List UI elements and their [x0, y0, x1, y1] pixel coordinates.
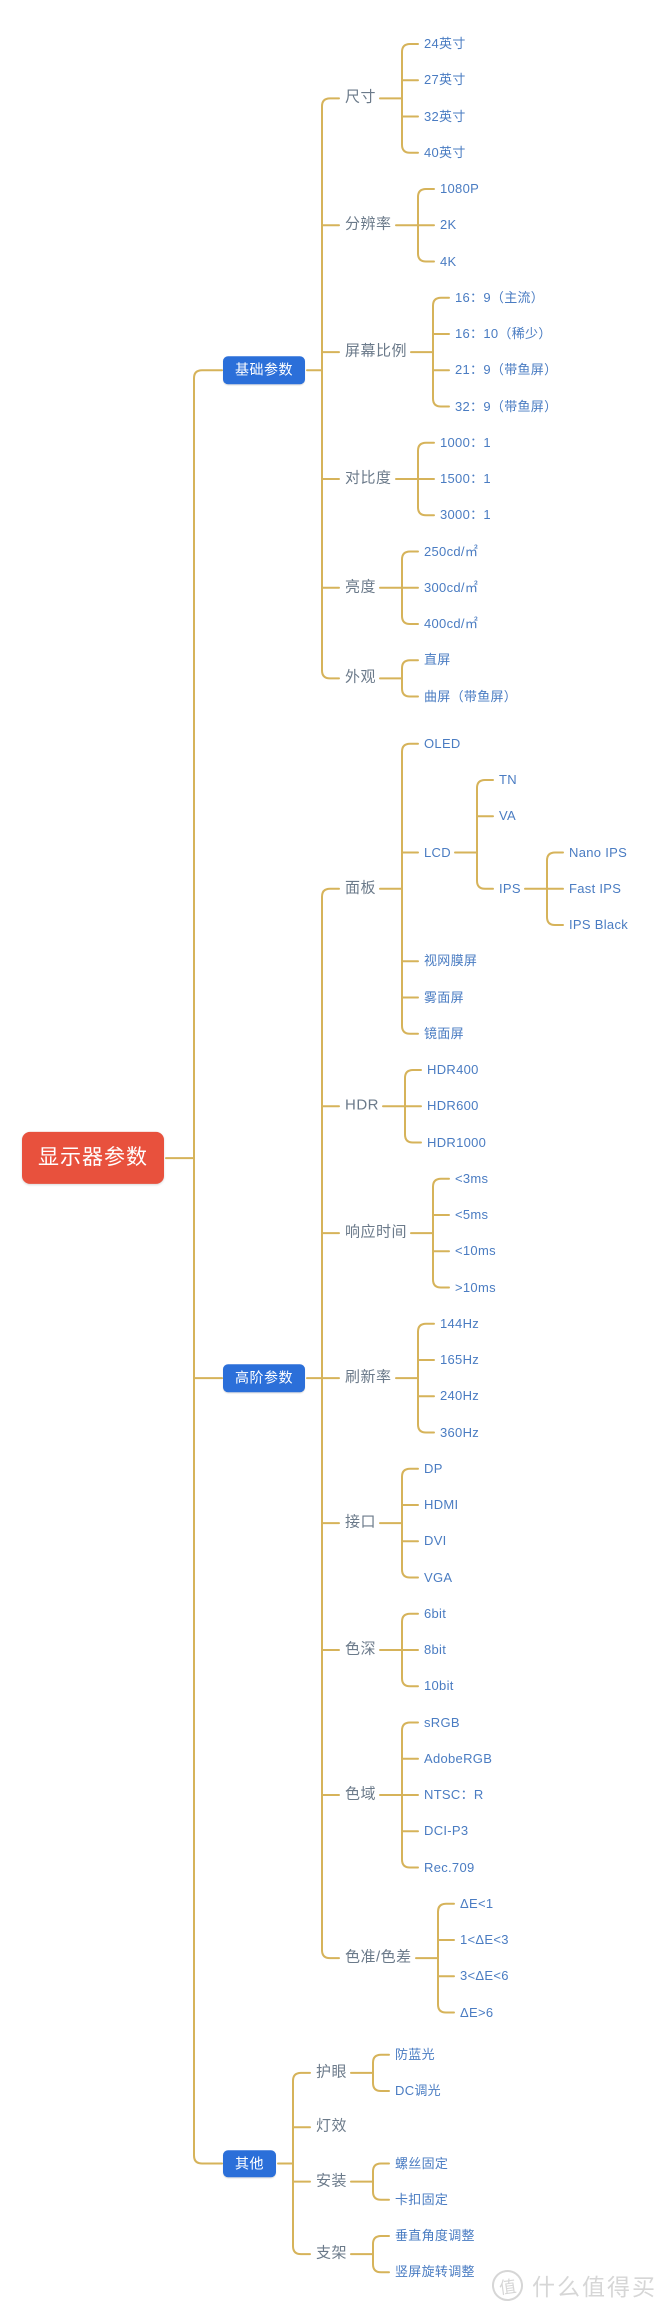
leaf-topic[interactable]: 防蓝光: [395, 2046, 435, 2062]
smzdm-logo-icon: 值: [489, 2267, 526, 2303]
subtopic[interactable]: 尺寸: [345, 89, 377, 106]
subtopic[interactable]: 色域: [345, 1785, 377, 1803]
leaf-topic[interactable]: 32：9（带鱼屏）: [455, 398, 558, 414]
leaf-topic[interactable]: 竖屏旋转调整: [395, 2264, 475, 2280]
leaf-topic[interactable]: 21：9（带鱼屏）: [455, 362, 558, 378]
leaf-topic[interactable]: 8bit: [424, 1641, 447, 1657]
leaf-topic[interactable]: 250cd/㎡: [424, 543, 479, 559]
subtopic[interactable]: 色准/色差: [345, 1948, 412, 1966]
leaf-topic[interactable]: 144Hz: [440, 1315, 480, 1331]
leaf-topic[interactable]: <5ms: [455, 1206, 489, 1222]
subtopic[interactable]: 护眼: [316, 2063, 348, 2081]
leaf-topic[interactable]: 3<ΔE<6: [460, 1968, 509, 1984]
leaf-topic[interactable]: 灯效: [316, 2117, 348, 2135]
leaf-topic[interactable]: IPS Black: [569, 916, 629, 932]
root-topic[interactable]: 显示器参数: [22, 1132, 164, 1185]
leaf-topic[interactable]: 4K: [440, 253, 457, 269]
leaf-topic[interactable]: 镜面屏: [424, 1025, 464, 1041]
watermark-text: 什么值得买: [532, 2274, 657, 2300]
leaf-topic[interactable]: 24英寸: [424, 35, 466, 51]
leaf-topic[interactable]: 卡扣固定: [395, 2191, 449, 2207]
leaf-topic[interactable]: 1000：1: [440, 434, 491, 450]
leaf-topic[interactable]: 32英寸: [424, 108, 466, 124]
leaf-topic[interactable]: HDR600: [427, 1098, 479, 1114]
leaf-topic[interactable]: 300cd/㎡: [424, 579, 479, 595]
subtopic[interactable]: LCD: [424, 844, 451, 860]
subtopic[interactable]: 分辨率: [345, 215, 392, 233]
leaf-topic[interactable]: ΔE<1: [460, 1895, 494, 1911]
leaf-topic[interactable]: 16：9（主流）: [455, 289, 545, 305]
branch-topic-1[interactable]: 高阶参数: [223, 1364, 305, 1392]
subtopic[interactable]: 安装: [316, 2172, 348, 2190]
leaf-topic[interactable]: Rec.709: [424, 1859, 475, 1875]
leaf-topic[interactable]: AdobeRGB: [424, 1750, 493, 1766]
subtopic[interactable]: 支架: [316, 2244, 348, 2262]
leaf-topic[interactable]: HDR1000: [427, 1134, 487, 1150]
leaf-topic[interactable]: 1<ΔE<3: [460, 1931, 509, 1947]
leaf-topic[interactable]: 400cd/㎡: [424, 615, 479, 631]
subtopic[interactable]: 对比度: [345, 469, 392, 487]
leaf-topic[interactable]: 曲屏（带鱼屏）: [424, 688, 518, 704]
leaf-topic[interactable]: NTSC：R: [424, 1786, 484, 1802]
leaf-topic[interactable]: VGA: [424, 1569, 453, 1585]
leaf-topic[interactable]: Nano IPS: [569, 844, 628, 860]
leaf-topic[interactable]: Fast IPS: [569, 880, 622, 896]
leaf-topic[interactable]: sRGB: [424, 1714, 460, 1730]
subtopic[interactable]: 色深: [345, 1640, 377, 1658]
subtopic[interactable]: IPS: [499, 880, 521, 896]
leaf-topic[interactable]: 1080P: [440, 180, 480, 196]
leaf-topic[interactable]: OLED: [424, 735, 461, 751]
subtopic[interactable]: 刷新率: [345, 1368, 392, 1386]
leaf-topic[interactable]: ΔE>6: [460, 2004, 494, 2020]
leaf-topic[interactable]: <10ms: [455, 1243, 496, 1259]
leaf-topic[interactable]: HDR400: [427, 1061, 479, 1077]
leaf-topic[interactable]: VA: [499, 808, 516, 824]
leaf-topic[interactable]: 垂直角度调整: [395, 2227, 475, 2243]
leaf-topic[interactable]: 1500：1: [440, 470, 491, 486]
branch-topic-0[interactable]: 基础参数: [223, 356, 305, 384]
leaf-topic[interactable]: 40英寸: [424, 144, 466, 160]
leaf-topic[interactable]: 165Hz: [440, 1351, 480, 1367]
leaf-topic[interactable]: DC调光: [395, 2082, 441, 2098]
leaf-topic[interactable]: 360Hz: [440, 1424, 480, 1440]
leaf-topic[interactable]: DCI-P3: [424, 1823, 469, 1839]
leaf-topic[interactable]: 240Hz: [440, 1388, 480, 1404]
leaf-topic[interactable]: 2K: [440, 217, 457, 233]
subtopic[interactable]: 外观: [345, 669, 377, 686]
leaf-topic[interactable]: 直屏: [424, 652, 451, 668]
leaf-topic[interactable]: 螺丝固定: [395, 2155, 449, 2171]
subtopic[interactable]: 亮度: [345, 578, 377, 596]
leaf-topic[interactable]: 3000：1: [440, 507, 491, 523]
leaf-topic[interactable]: <3ms: [455, 1170, 489, 1186]
leaf-topic[interactable]: HDMI: [424, 1496, 459, 1512]
smzdm-watermark: 值 什么值得买: [489, 2267, 657, 2303]
subtopic[interactable]: 接口: [345, 1513, 377, 1531]
subtopic[interactable]: 屏幕比例: [345, 342, 408, 360]
branch-topic-2[interactable]: 其他: [223, 2149, 276, 2178]
leaf-topic[interactable]: DP: [424, 1460, 443, 1476]
subtopic[interactable]: 面板: [345, 879, 377, 897]
leaf-topic[interactable]: >10ms: [455, 1279, 496, 1295]
leaf-topic[interactable]: 雾面屏: [424, 989, 464, 1005]
subtopic[interactable]: 响应时间: [345, 1223, 408, 1241]
leaf-topic[interactable]: DVI: [424, 1533, 447, 1549]
leaf-topic[interactable]: TN: [499, 771, 517, 787]
subtopic[interactable]: HDR: [345, 1096, 379, 1114]
leaf-topic[interactable]: 16：10（稀少）: [455, 325, 552, 341]
leaf-topic[interactable]: 视网膜屏: [424, 953, 478, 969]
leaf-topic[interactable]: 10bit: [424, 1678, 454, 1694]
leaf-topic[interactable]: 6bit: [424, 1605, 447, 1621]
leaf-topic[interactable]: 27英寸: [424, 72, 466, 88]
